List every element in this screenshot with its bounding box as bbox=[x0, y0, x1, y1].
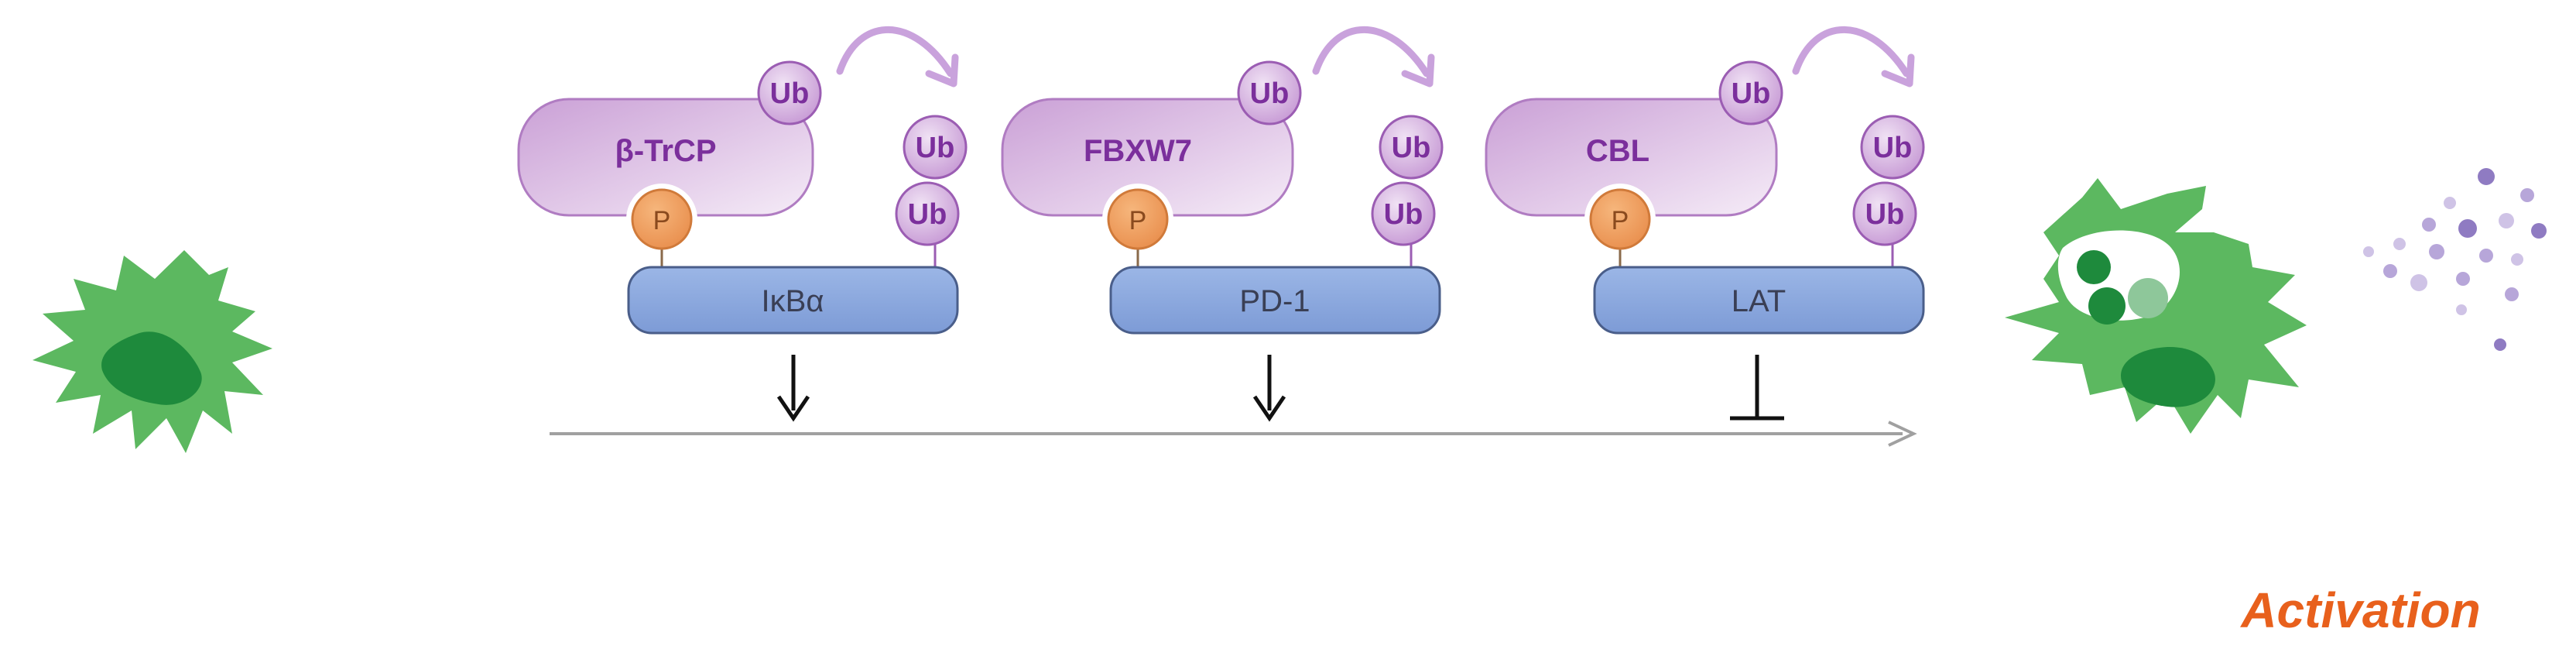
ub-chain-2 bbox=[1371, 181, 1436, 246]
ub-on-ligase bbox=[1718, 60, 1783, 125]
ub-label: Ub bbox=[1732, 77, 1771, 110]
granule bbox=[2088, 287, 2126, 325]
module-fbxw7: FBXW7 Ub P Ub Ub PD-1 bbox=[1001, 26, 1444, 422]
granule bbox=[2128, 278, 2168, 318]
ligase-label: FBXW7 bbox=[1084, 134, 1192, 168]
substrate-label: IκBα bbox=[762, 284, 824, 318]
resting-cell-nucleus bbox=[101, 331, 202, 405]
ub-chain-2 bbox=[1852, 181, 1917, 246]
phospho-label: P bbox=[653, 206, 671, 235]
ub-chain-1 bbox=[903, 115, 968, 180]
ub-label: Ub bbox=[1250, 77, 1290, 110]
phospho-site bbox=[1107, 188, 1169, 250]
ub-chain-1 bbox=[1860, 115, 1925, 180]
ub-chain-1 bbox=[1379, 115, 1444, 180]
ub-label: Ub bbox=[1865, 198, 1905, 231]
pathway-arrow bbox=[550, 421, 1917, 447]
substrate-pd1 bbox=[1109, 266, 1441, 335]
activated-cell bbox=[2005, 178, 2307, 434]
transfer-arrow-1 bbox=[836, 26, 954, 77]
ligase-label: β-TrCP bbox=[615, 134, 716, 168]
promote-arrow bbox=[1252, 355, 1286, 422]
secreted-particles bbox=[2363, 168, 2547, 351]
phospho-label: P bbox=[1612, 206, 1629, 235]
promote-arrow bbox=[776, 355, 810, 422]
phospho-label: P bbox=[1129, 206, 1147, 235]
substrate-label: LAT bbox=[1732, 284, 1786, 318]
ub-on-ligase bbox=[757, 60, 822, 125]
substrate-label: PD-1 bbox=[1239, 284, 1310, 318]
transfer-arrow-3 bbox=[1792, 26, 1910, 77]
ub-label: Ub bbox=[916, 132, 955, 164]
ub-on-ligase bbox=[1237, 60, 1302, 125]
resting-cell bbox=[33, 250, 272, 453]
granule bbox=[2077, 250, 2111, 284]
activation-label: Activation bbox=[2239, 582, 2480, 638]
ligase-label: CBL bbox=[1586, 134, 1649, 168]
ub-chain-2 bbox=[895, 181, 960, 246]
inhibit-bar bbox=[1730, 355, 1784, 421]
ub-label: Ub bbox=[1873, 132, 1913, 164]
phospho-site bbox=[631, 188, 693, 250]
module-btrcp: β-TrCP Ub P Ub Ub IκBα bbox=[517, 26, 968, 422]
ub-label: Ub bbox=[1384, 198, 1423, 231]
ub-label: Ub bbox=[1392, 132, 1431, 164]
ub-label: Ub bbox=[770, 77, 810, 110]
transfer-arrow-2 bbox=[1312, 26, 1430, 77]
phospho-site bbox=[1589, 188, 1651, 250]
activated-cell-nucleus bbox=[2121, 346, 2215, 407]
substrate-ikba bbox=[627, 266, 959, 335]
substrate-lat bbox=[1593, 266, 1925, 335]
ub-label: Ub bbox=[908, 198, 947, 231]
module-cbl: CBL Ub P Ub Ub LAT bbox=[1485, 26, 1925, 421]
